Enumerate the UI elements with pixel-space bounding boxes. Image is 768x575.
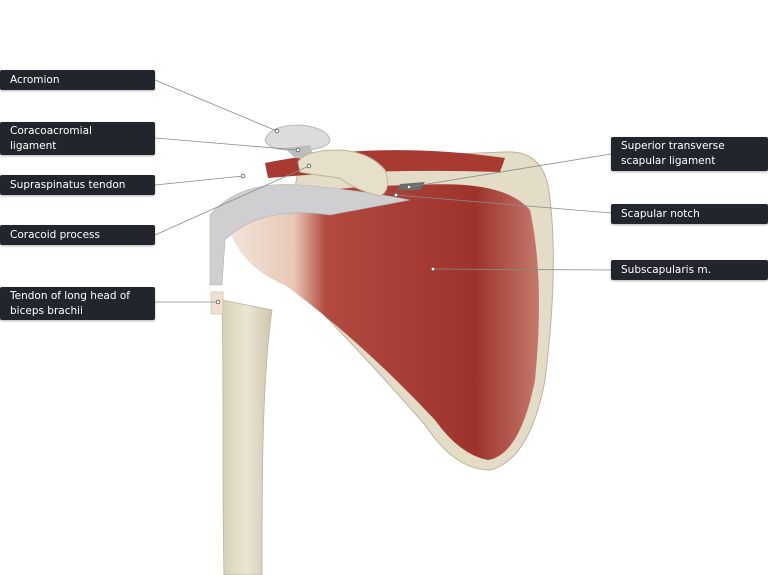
label-scapular-notch[interactable]: Scapular notch (611, 204, 768, 224)
label-text: Acromion (10, 73, 60, 86)
coracoid-bone (297, 149, 389, 197)
label-text: Supraspinatus tendon (10, 178, 126, 191)
label-superior-transverse-ligament[interactable]: Superior transverse scapular ligament (611, 137, 768, 171)
leader-lines (154, 79, 612, 303)
label-text: Scapular notch (621, 207, 700, 220)
label-subscapularis[interactable]: Subscapularis m. (611, 260, 768, 280)
acromion-bone (264, 124, 331, 151)
superior-transverse-ligament (398, 182, 425, 190)
label-coracoid-process[interactable]: Coracoid process (0, 225, 155, 245)
subscapularis (225, 184, 539, 461)
label-text: Coracoid process (10, 228, 100, 241)
pin-markers (215, 128, 436, 305)
label-coracoacromial-ligament[interactable]: Coracoacromial ligament (0, 122, 155, 155)
label-biceps-tendon[interactable]: Tendon of long head of biceps brachii (0, 287, 155, 320)
label-supraspinatus-tendon[interactable]: Supraspinatus tendon (0, 175, 155, 195)
label-text: Tendon of long head of biceps brachii (10, 289, 130, 317)
label-text: Superior transverse scapular ligament (621, 140, 725, 167)
humerus (221, 299, 273, 575)
label-acromion[interactable]: Acromion (0, 70, 155, 90)
label-text: Subscapularis m. (621, 263, 711, 276)
label-text: Coracoacromial ligament (10, 124, 92, 152)
